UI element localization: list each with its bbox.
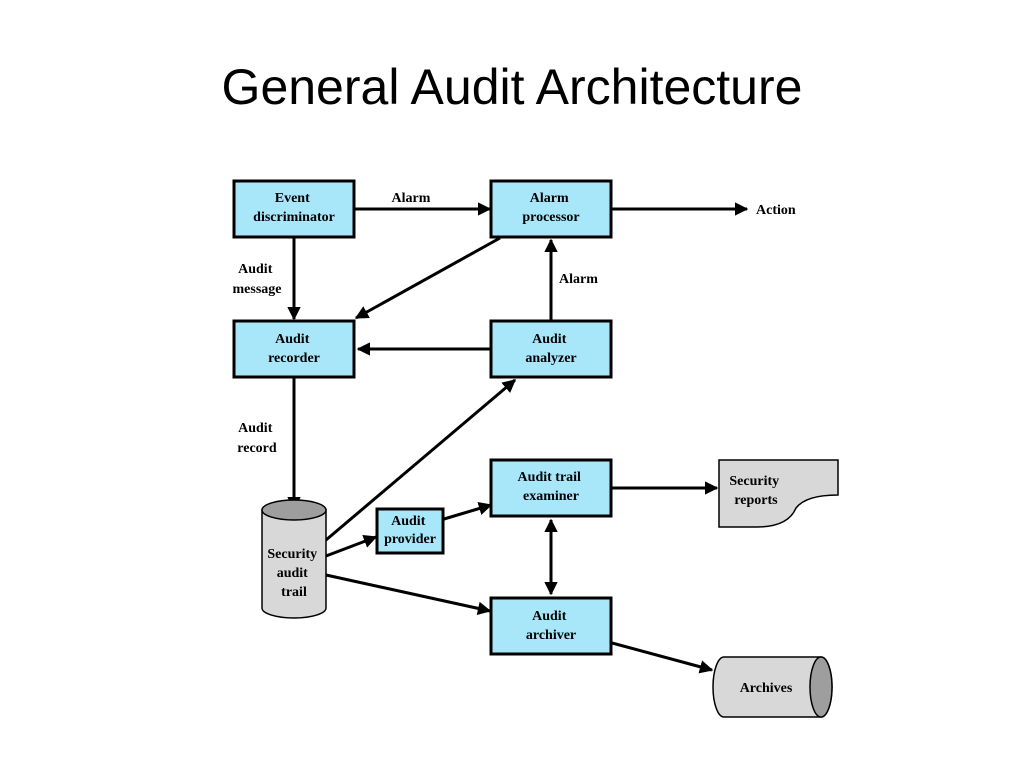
node-audit-analyzer: Audit analyzer [489, 319, 613, 379]
node-security-reports: Security reports [718, 459, 839, 528]
node-audit-recorder: Audit recorder [232, 319, 356, 379]
edge-label-audit-record: Audit record [237, 421, 277, 456]
edge-archiver-to-archives [611, 641, 714, 674]
edge-alarm-processor-to-recorder [354, 236, 501, 320]
svg-text:Alarm processor: Alarm processor [522, 191, 579, 225]
edge-provider-to-examiner [443, 501, 493, 521]
svg-text:Security reports: Security reports [729, 474, 782, 508]
node-archives: Archives [712, 656, 833, 718]
node-security-audit-trail: Security audit trail [261, 499, 327, 619]
node-alarm-processor: Alarm processor [489, 179, 613, 239]
edge-audit-trail-to-archiver [325, 573, 492, 615]
edge-label-alarm-side: Alarm [559, 272, 598, 287]
edge-label-action: Action [756, 203, 796, 218]
svg-text:Archives: Archives [740, 681, 793, 696]
edge-label-alarm-top: Alarm [392, 191, 431, 206]
node-audit-provider: Audit provider [375, 507, 445, 555]
svg-text:Security audit tra: Security audit trail [267, 547, 320, 600]
edge-audit-trail-to-analyzer [325, 378, 517, 542]
edge-audit-trail-to-provider [325, 535, 378, 558]
edge-label-audit-message: Audit message [233, 262, 282, 297]
svg-text:Audit analyzer: Audit analyzer [525, 332, 576, 366]
svg-text:Audit archiver: Audit archiver [526, 609, 576, 643]
node-audit-archiver: Audit archiver [489, 596, 613, 656]
svg-text:Audit trail examiner: Audit trail examiner [518, 470, 585, 504]
node-event-discriminator: Event discriminator [232, 179, 356, 239]
svg-text:Audit recorder: Audit recorder [268, 332, 320, 366]
slide-title: General Audit Architecture [221, 59, 803, 115]
node-audit-trail-examiner: Audit trail examiner [489, 458, 613, 518]
svg-text:Audit provider: Audit provider [384, 514, 436, 547]
svg-text:Event discriminator: Event discriminator [253, 191, 335, 225]
